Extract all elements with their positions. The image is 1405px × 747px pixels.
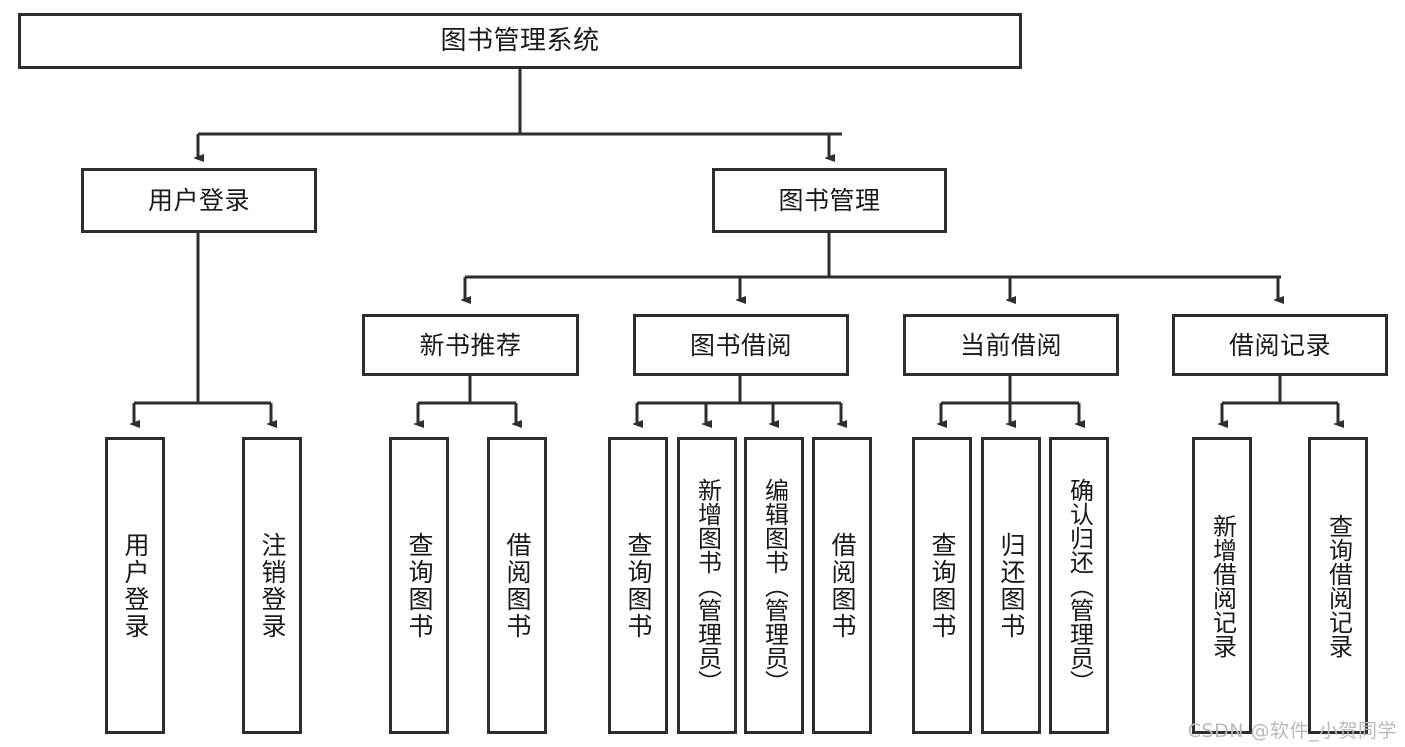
node-label: 查询图书: [405, 531, 434, 640]
node-leaf-query-book-2[interactable]: 查询图书: [608, 437, 668, 734]
node-label: 图书借阅: [689, 330, 792, 360]
node-leaf-user-login[interactable]: 用户登录: [105, 437, 165, 734]
node-label: 用户登录: [121, 531, 150, 640]
node-leaf-query-record[interactable]: 查询借阅记录: [1308, 437, 1368, 734]
node-label: 新书推荐: [419, 330, 522, 360]
node-user-login[interactable]: 用户登录: [81, 168, 317, 233]
node-book-manage[interactable]: 图书管理: [712, 168, 947, 233]
node-leaf-borrow-book-2[interactable]: 借阅图书: [812, 437, 872, 734]
node-leaf-borrow-book-1[interactable]: 借阅图书: [487, 437, 547, 734]
node-leaf-query-book-1[interactable]: 查询图书: [389, 437, 449, 734]
node-label: 归还图书: [997, 531, 1026, 640]
node-label: 编辑图书（管理员）: [760, 477, 789, 694]
node-leaf-add-book[interactable]: 新增图书（管理员）: [677, 437, 737, 734]
node-current-borrow[interactable]: 当前借阅: [903, 314, 1119, 376]
node-new-book-recommend[interactable]: 新书推荐: [362, 314, 579, 376]
node-label: 当前借阅: [959, 330, 1062, 360]
node-leaf-edit-book[interactable]: 编辑图书（管理员）: [744, 437, 804, 734]
node-borrow-record[interactable]: 借阅记录: [1172, 314, 1388, 376]
node-label: 查询借阅记录: [1324, 513, 1353, 658]
node-book-borrow[interactable]: 图书借阅: [633, 314, 849, 376]
node-leaf-query-book-3[interactable]: 查询图书: [912, 437, 972, 734]
node-label: 用户登录: [147, 186, 250, 215]
node-label: 新增图书（管理员）: [693, 477, 722, 694]
node-label: 查询图书: [624, 531, 653, 640]
node-leaf-user-logout[interactable]: 注销登录: [242, 437, 302, 734]
node-root-system[interactable]: 图书管理系统: [18, 13, 1022, 69]
node-label: 图书管理: [778, 186, 881, 215]
node-label: 借阅图书: [828, 531, 857, 640]
node-label: 借阅图书: [503, 531, 532, 640]
node-label: 查询图书: [928, 531, 957, 640]
node-label: 新增借阅记录: [1208, 513, 1237, 658]
node-label: 确认归还（管理员）: [1065, 477, 1094, 694]
node-label: 图书管理系统: [440, 25, 600, 56]
csdn-watermark: CSDN @软件_小贺同学: [1187, 720, 1397, 742]
node-label: 注销登录: [258, 531, 287, 640]
node-label: 借阅记录: [1228, 330, 1331, 360]
node-leaf-confirm-return[interactable]: 确认归还（管理员）: [1049, 437, 1109, 734]
node-leaf-add-record[interactable]: 新增借阅记录: [1192, 437, 1252, 734]
node-leaf-return-book[interactable]: 归还图书: [981, 437, 1041, 734]
